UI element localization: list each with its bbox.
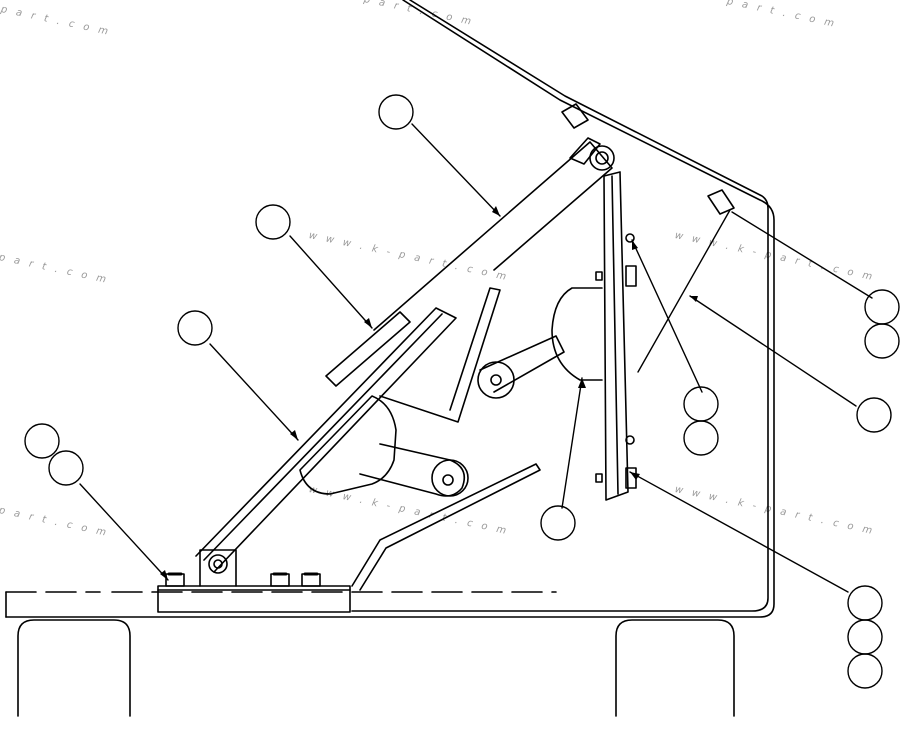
base-plate [157,572,351,613]
cam-housing [477,287,603,399]
cab-outline [5,0,775,618]
arrowheads [160,206,698,580]
right-mount-plate [595,171,637,501]
callout-circles [24,94,900,689]
callout-circle [540,505,576,541]
callout-circle [48,450,84,486]
return-plate [351,463,541,591]
callout-circle [683,386,719,422]
frame-supports [17,619,735,717]
top-bolts [561,103,735,215]
damper-block [299,395,397,495]
callout-circle [847,619,883,655]
callout-circle [255,204,291,240]
callout-circle [864,289,900,325]
callout-circle [378,94,414,130]
callout-circle [847,585,883,621]
callout-circle [24,423,60,459]
pedal-plate [195,307,457,573]
leader-lines [79,123,873,593]
callout-circle [864,323,900,359]
callout-circle [847,653,883,689]
upper-lever-arm [373,137,615,423]
callout-circle [177,310,213,346]
callout-circle [683,420,719,456]
callout-circle [856,397,892,433]
lower-link [359,443,469,497]
